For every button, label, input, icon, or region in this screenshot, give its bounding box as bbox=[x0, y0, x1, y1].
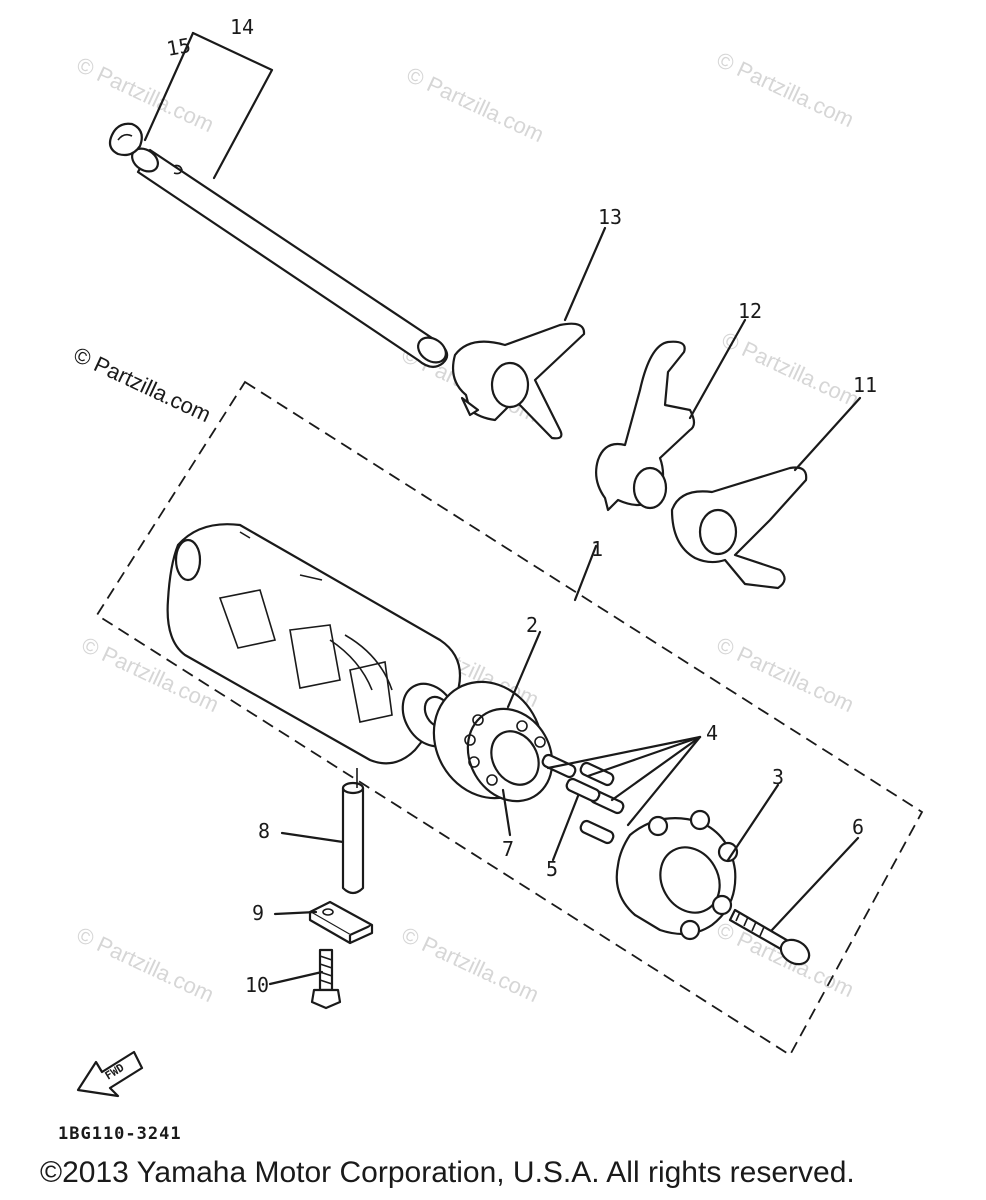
watermark: © Partzilla.com bbox=[713, 47, 858, 132]
diagram-code: 1BG110-3241 bbox=[58, 1124, 182, 1144]
watermark-dark: © Partzilla.com bbox=[70, 342, 215, 427]
watermark: © Partzilla.com bbox=[398, 922, 543, 1007]
bearing bbox=[432, 680, 554, 803]
callout-1: 1 bbox=[591, 537, 603, 561]
watermark: © Partzilla.com bbox=[73, 922, 218, 1007]
copyright-notice: ©2013 Yamaha Motor Corporation, U.S.A. A… bbox=[40, 1156, 855, 1189]
fwd-arrow: FWD bbox=[76, 1050, 144, 1098]
callout-6: 6 bbox=[852, 815, 864, 839]
callout-12: 12 bbox=[738, 299, 762, 323]
shift-fork-guide-bar bbox=[131, 147, 449, 368]
callout-15: 15 bbox=[165, 33, 193, 61]
segment bbox=[615, 809, 739, 941]
watermark: © Partzilla.com bbox=[403, 62, 548, 147]
stopper-plate bbox=[308, 900, 374, 945]
callout-7: 7 bbox=[502, 837, 514, 861]
circlip bbox=[108, 122, 143, 157]
callout-14: 14 bbox=[230, 15, 254, 39]
shift-cam-drum bbox=[166, 523, 462, 765]
callout-5: 5 bbox=[546, 857, 558, 881]
shift-fork-13 bbox=[451, 322, 586, 440]
callout-4: 4 bbox=[706, 721, 718, 745]
callout-2: 2 bbox=[526, 613, 538, 637]
callout-numbers: 14 15 13 12 11 1 2 4 3 6 7 5 8 9 10 bbox=[165, 15, 877, 997]
assembly-boundary bbox=[95, 380, 924, 1057]
callout-10: 10 bbox=[245, 973, 269, 997]
callout-8: 8 bbox=[258, 819, 270, 843]
shift-fork-12 bbox=[595, 340, 696, 512]
shift-fork-11 bbox=[670, 466, 808, 590]
callout-9: 9 bbox=[252, 901, 264, 925]
callout-11: 11 bbox=[853, 373, 877, 397]
bolt-10 bbox=[310, 948, 342, 1010]
screw-6 bbox=[728, 908, 811, 966]
watermark: © Partzilla.com bbox=[713, 632, 858, 717]
dowel-pin bbox=[341, 781, 365, 895]
callout-3: 3 bbox=[772, 765, 784, 789]
watermark: © Partzilla.com bbox=[718, 327, 863, 412]
callout-13: 13 bbox=[598, 205, 622, 229]
watermark: © Partzilla.com bbox=[73, 52, 218, 137]
leader-lines bbox=[143, 31, 862, 986]
